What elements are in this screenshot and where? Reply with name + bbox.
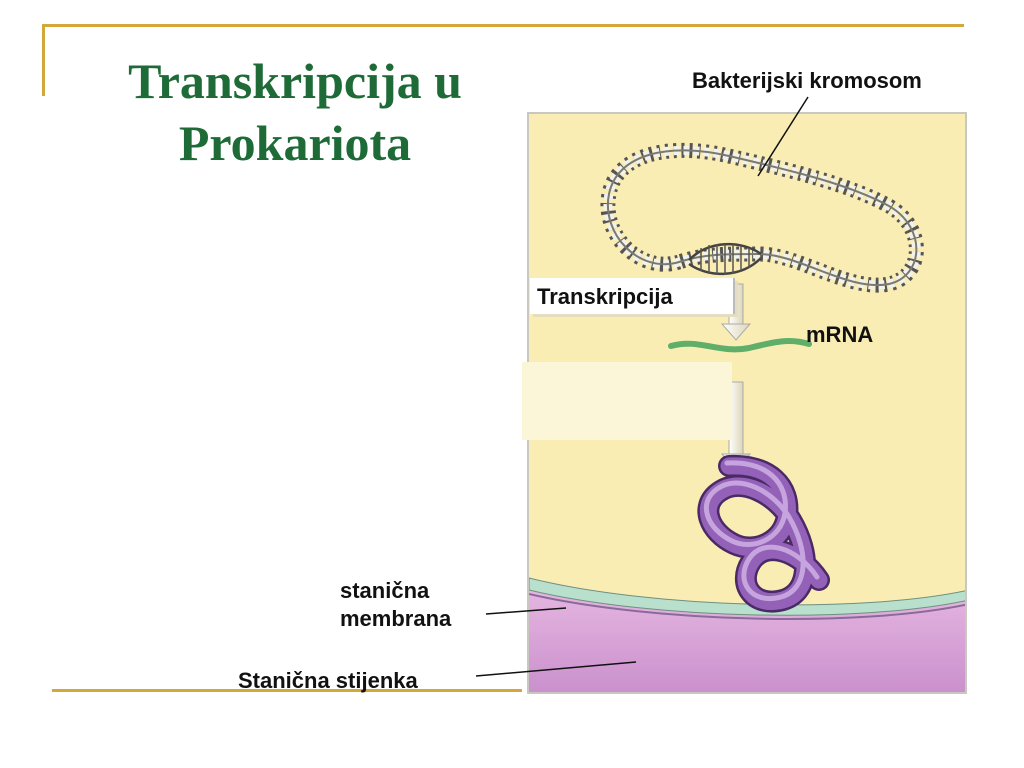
left-rule xyxy=(42,24,45,96)
chromosome-label: Bakterijski kromosom xyxy=(692,68,922,93)
cell-membrane-shape xyxy=(529,577,965,616)
transcription-label-box xyxy=(530,278,735,314)
cell-wall-label: Stanična stijenka xyxy=(238,668,418,693)
membrane-label-line1: stanična xyxy=(340,578,430,603)
transcription-label: Transkripcija xyxy=(537,284,673,309)
label-cover-box xyxy=(522,362,732,440)
cell-illustration xyxy=(529,142,965,692)
mrna-strand xyxy=(668,338,812,353)
membrane-label-line2: membrana xyxy=(340,606,452,631)
dna-loop xyxy=(600,142,924,293)
protein-coil xyxy=(697,454,830,613)
mrna-label: mRNA xyxy=(806,322,874,347)
top-rule xyxy=(42,24,964,27)
bottom-rule xyxy=(52,689,522,692)
page-title: Transkripcija u Prokariota xyxy=(128,53,462,171)
